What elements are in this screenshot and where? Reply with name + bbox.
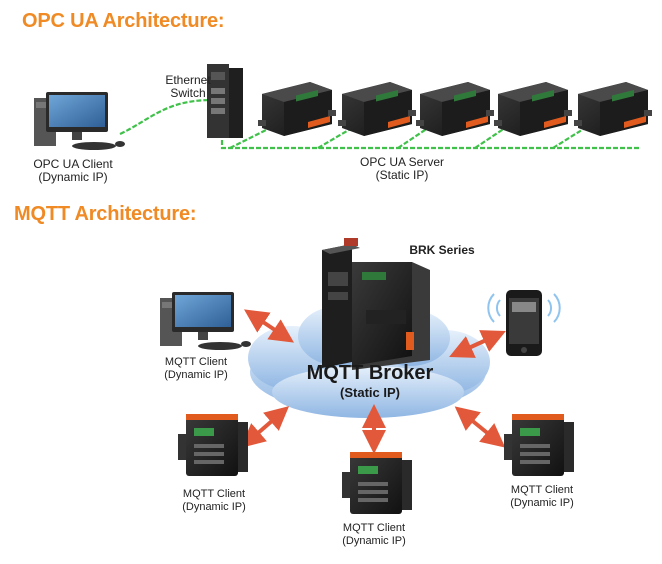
mqtt-client-pc	[160, 292, 251, 350]
opc-ua-server-4	[494, 82, 572, 136]
broker-title: MQTT Broker	[306, 362, 434, 384]
mqtt-client-label-pc: MQTT Client (Dynamic IP)	[164, 356, 228, 381]
mqtt-client-label-center: MQTT Client (Dynamic IP)	[342, 522, 406, 547]
brk-series-device	[322, 238, 430, 370]
mqtt-client-module-center	[342, 452, 412, 514]
ethernet-switch	[207, 64, 243, 138]
opc-ua-heading: OPC UA Architecture:	[22, 10, 225, 32]
wifi-icon	[487, 293, 561, 323]
mqtt-connection-arrows	[240, 309, 506, 454]
opc-ua-server-2	[338, 82, 416, 136]
mqtt-client-module-right	[504, 414, 574, 476]
opc-ua-client-label: OPC UA Client (Dynamic IP)	[33, 157, 113, 184]
opc-ua-server-label: OPC UA Server (Static IP)	[359, 155, 445, 182]
opc-ua-client-pc	[34, 92, 125, 150]
opc-ua-server-3	[416, 82, 494, 136]
ethernet-switch-label: Ethernet Switch	[165, 73, 211, 100]
mqtt-broker-label: MQTT Broker (Static IP)	[290, 362, 450, 400]
opc-ua-server-1	[258, 82, 336, 136]
opc-ua-server-5	[574, 82, 652, 136]
mqtt-heading: MQTT Architecture:	[14, 203, 197, 225]
smartphone-icon	[506, 290, 542, 356]
brk-series-label: BRK Series	[409, 243, 475, 257]
mqtt-client-label-left: MQTT Client (Dynamic IP)	[182, 488, 246, 513]
mqtt-client-module-left	[178, 414, 248, 476]
broker-subtitle: (Static IP)	[340, 385, 400, 400]
mqtt-client-label-right: MQTT Client (Dynamic IP)	[510, 484, 574, 509]
